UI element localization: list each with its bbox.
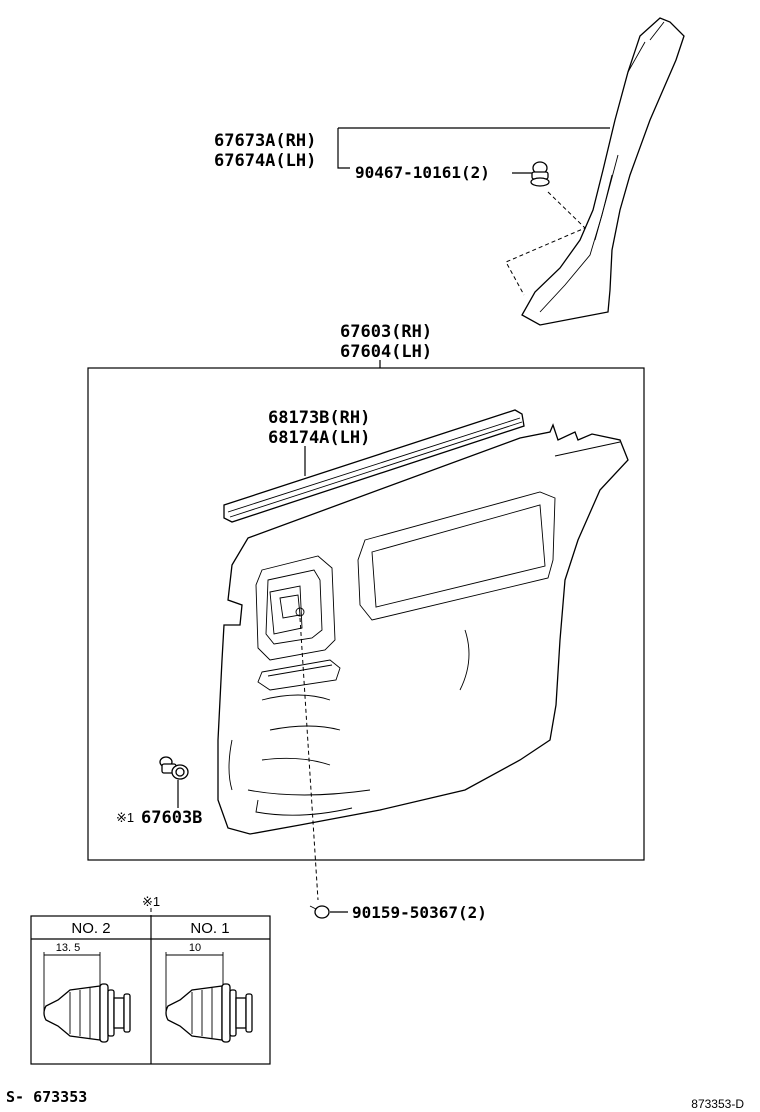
pillar-leader [337, 127, 610, 174]
clip-part-label: 67603B [141, 808, 202, 828]
panel-frame [87, 367, 645, 861]
panel-clip-icon [159, 756, 189, 780]
footer-ref-left: S- 673353 [6, 1088, 87, 1106]
weatherstrip [223, 409, 525, 523]
pillar-clip-icon [530, 161, 550, 187]
detail-col2-header: NO. 1 [190, 920, 229, 937]
screw-label: 90159-50367(2) [352, 903, 487, 922]
weatherstrip-rh-label: 68173B(RH) [268, 408, 370, 428]
footer-ref-right: 873353-D [691, 1097, 744, 1111]
pillar-rh-label: 67673A(RH) [214, 131, 316, 151]
detail-table [30, 915, 271, 1065]
clip-no1-drawing [165, 952, 253, 1043]
pillar-lh-label: 67674A(LH) [214, 151, 316, 171]
dimension-no2: 13. 5 [56, 942, 80, 954]
screw-icon [309, 905, 330, 919]
pillar-garnish [521, 17, 685, 326]
pillar-clip-label: 90467-10161(2) [355, 163, 490, 182]
detail-col1-header: NO. 2 [71, 920, 110, 937]
clip-no2-drawing [43, 952, 131, 1043]
detail-marker: ※1 [142, 894, 160, 909]
panel-lh-label: 67604(LH) [340, 342, 432, 362]
door-trim-panel [217, 423, 629, 835]
panel-rh-label: 67603(RH) [340, 322, 432, 342]
dimension-no1: 10 [189, 942, 201, 954]
clip-marker-label: ※1 [116, 810, 134, 825]
weatherstrip-lh-label: 68174A(LH) [268, 428, 370, 448]
